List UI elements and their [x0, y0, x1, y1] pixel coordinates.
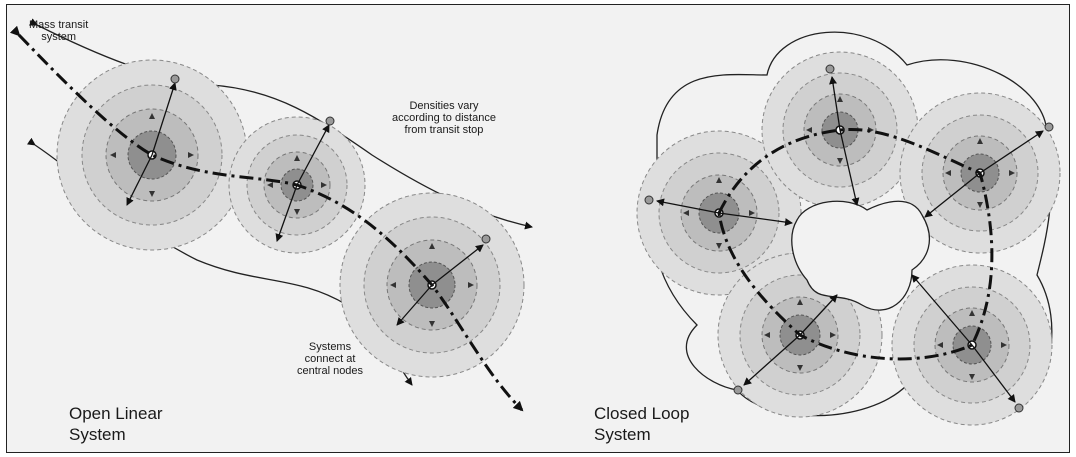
- open-linear-title-line2: System: [69, 425, 126, 444]
- mass-transit-label: Mass transit system: [29, 19, 88, 43]
- systems-connect-label-line1: Systems: [308, 341, 352, 353]
- densities-label-line3: from transit stop: [404, 124, 484, 136]
- boundary-nodes-closed: [644, 64, 1054, 413]
- open-linear-title-line1: Open Linear: [69, 404, 163, 423]
- density-arrows-closed: [683, 96, 1015, 380]
- diagram-frame: Mass transit system Densities vary accor…: [6, 4, 1070, 453]
- closed-loop-title-line1: Closed Loop: [594, 404, 690, 423]
- closed-outer-boundary: [652, 31, 1053, 417]
- densities-label: Densities vary according to distance fro…: [392, 100, 496, 136]
- mass-transit-loop: [717, 127, 994, 361]
- tod-diagram: [9, 18, 1061, 426]
- densities-label-line2: according to distance: [392, 112, 496, 124]
- mass-transit-label-line2: system: [41, 31, 77, 43]
- systems-connect-label-line3: central nodes: [297, 365, 364, 377]
- closed-loop-system-title: Closed Loop System: [594, 403, 689, 445]
- closed-inner-void: [791, 200, 931, 311]
- closed-loop-title-line2: System: [594, 425, 651, 444]
- mass-transit-label-line1: Mass transit: [29, 19, 89, 31]
- open-linear-system: [9, 18, 533, 412]
- systems-connect-label: Systems connect at central nodes: [297, 341, 363, 377]
- densities-label-line1: Densities vary: [409, 100, 479, 112]
- systems-connect-label-line2: connect at: [304, 353, 356, 365]
- spokes-closed: [656, 76, 1044, 403]
- mass-transit-line-open: [9, 25, 524, 412]
- closed-loop-system: [636, 31, 1061, 426]
- open-linear-system-title: Open Linear System: [69, 403, 163, 445]
